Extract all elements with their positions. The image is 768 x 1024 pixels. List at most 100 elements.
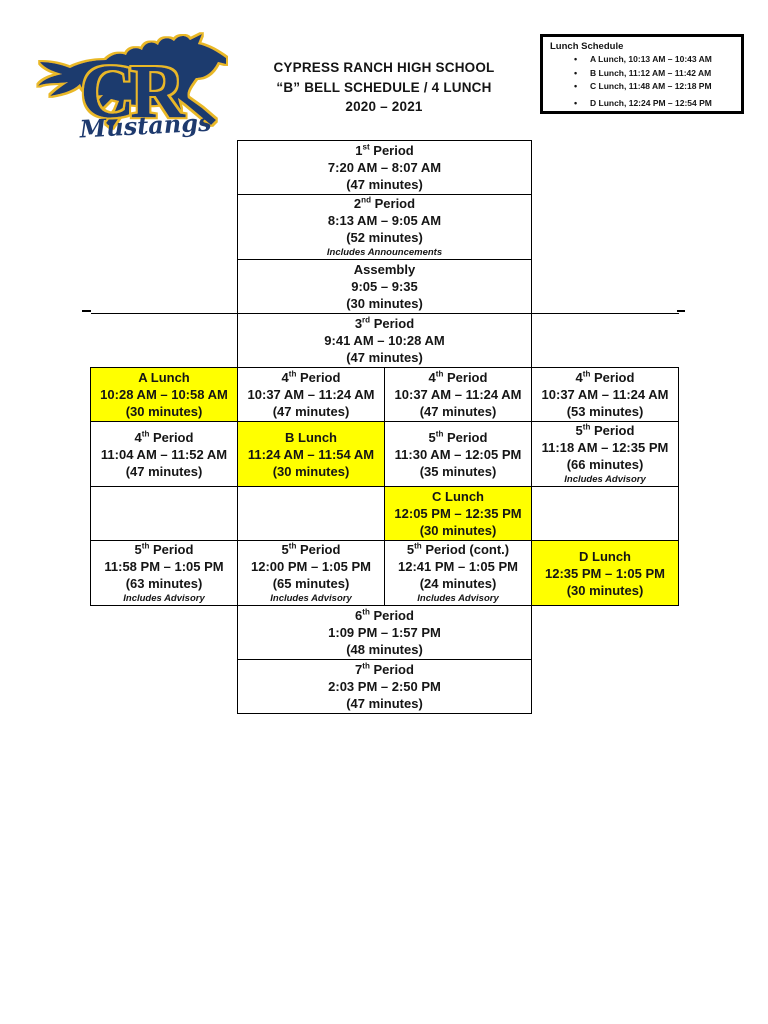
- cell-duration: (47 minutes): [346, 696, 423, 711]
- cell-title: D Lunch: [579, 548, 631, 564]
- cell-time: 8:13 AM – 9:05 AM: [327, 213, 442, 228]
- lunch-item-a: • A Lunch, 10:13 AM – 10:43 AM: [574, 53, 734, 67]
- cell-duration: (66 minutes): [566, 457, 644, 472]
- bullet-icon: •: [574, 67, 578, 78]
- cell-time: 12:35 PM – 1:05 PM: [545, 565, 665, 581]
- cell-title: 4th Period: [575, 369, 635, 385]
- cell-duration: (30 minutes): [419, 523, 497, 538]
- schedule-cell: 4th Period 10:37 AM – 11:24 AM (53 minutes…: [531, 367, 679, 422]
- bullet-icon: •: [574, 97, 578, 108]
- cell-duration: (30 minutes): [346, 296, 423, 311]
- lunch-box-title: Lunch Schedule: [550, 41, 624, 52]
- cell-note: Includes Advisory: [270, 593, 352, 604]
- cell-duration: (48 minutes): [346, 642, 423, 657]
- empty-region: [91, 660, 238, 714]
- school-logo: CR Mustangs: [38, 34, 226, 140]
- schedule-name: “B” BELL SCHEDULE / 4 LUNCH: [276, 79, 492, 95]
- cell-time: 11:04 AM – 11:52 AM: [100, 446, 228, 462]
- cell-time: 10:37 AM – 11:24 AM: [541, 387, 669, 402]
- lunch-item-d: • D Lunch, 12:24 PM – 12:54 PM: [574, 97, 734, 111]
- cell-title: C Lunch: [432, 489, 484, 504]
- empty-region: [532, 260, 679, 314]
- divider-line: [82, 310, 91, 312]
- cell-title: B Lunch: [285, 429, 337, 445]
- bullet-icon: •: [574, 54, 578, 64]
- cell-duration: (47 minutes): [272, 404, 350, 419]
- lunch-schedule-box: Lunch Schedule • A Lunch, 10:13 AM – 10:…: [540, 34, 744, 114]
- empty-region: [531, 313, 679, 368]
- cell-duration: (24 minutes): [419, 576, 497, 591]
- cell-duration: (47 minutes): [346, 177, 423, 192]
- schedule-cell-empty: [90, 486, 238, 541]
- schedule-cell: 7th Period 2:03 PM – 2:50 PM (47 minutes): [237, 659, 532, 714]
- cell-time: 1:09 PM – 1:57 PM: [328, 625, 441, 640]
- document-title: CYPRESS RANCH HIGH SCHOOL “B” BELL SCHED…: [0, 58, 768, 117]
- lunch-item-label: A Lunch, 10:13 AM – 10:43 AM: [590, 54, 712, 64]
- cell-title: 5th Period: [134, 541, 194, 557]
- lunch-item-label: D Lunch, 12:24 PM – 12:54 PM: [590, 97, 712, 108]
- cell-time: 2:03 PM – 2:50 PM: [328, 679, 441, 694]
- cell-title: 4th Period: [428, 369, 488, 385]
- cell-title: 7th Period: [355, 661, 414, 677]
- divider-line: [677, 310, 685, 312]
- cell-title: 1st Period: [355, 142, 414, 158]
- cell-time: 10:37 AM – 11:24 AM: [394, 387, 522, 402]
- schedule-cell: A Lunch 10:28 AM – 10:58 AM (30 minutes): [90, 367, 238, 422]
- cell-duration: (30 minutes): [272, 463, 350, 479]
- cell-duration: (30 minutes): [125, 404, 203, 419]
- cell-duration: (63 minutes): [125, 576, 203, 591]
- cell-duration: (47 minutes): [346, 350, 423, 365]
- cell-duration: (52 minutes): [346, 230, 423, 245]
- bullet-icon: •: [574, 81, 578, 91]
- cell-time: 11:24 AM – 11:54 AM: [247, 446, 375, 462]
- cell-time: 12:00 PM – 1:05 PM: [251, 559, 371, 574]
- cell-title: A Lunch: [138, 370, 190, 385]
- cell-title: 5th Period (cont.): [406, 541, 510, 557]
- cell-title: 5th Period: [428, 429, 488, 445]
- cell-time: 11:18 AM – 12:35 PM: [541, 440, 669, 455]
- cell-note: Includes Advisory: [123, 593, 205, 604]
- cell-title: 4th Period: [281, 369, 341, 385]
- empty-region: [532, 141, 679, 195]
- cell-time: 9:05 – 9:35: [351, 279, 418, 294]
- cell-time: 9:41 AM – 10:28 AM: [324, 333, 445, 348]
- cell-title: Assembly: [353, 262, 416, 277]
- lunch-item-label: C Lunch, 11:48 AM – 12:18 PM: [590, 81, 712, 91]
- cell-title: 2nd Period: [353, 195, 416, 211]
- cell-title: 4th Period: [134, 429, 194, 445]
- schedule-cell-empty: [531, 486, 679, 541]
- lunch-item-b: • B Lunch, 11:12 AM – 11:42 AM: [574, 67, 734, 81]
- cell-duration: (65 minutes): [272, 576, 350, 591]
- cell-note: Includes Advisory: [417, 593, 499, 604]
- cell-duration: (47 minutes): [125, 463, 203, 479]
- empty-region: [532, 660, 679, 714]
- cell-time: 10:37 AM – 11:24 AM: [247, 387, 375, 402]
- empty-region: [91, 606, 238, 660]
- table-row: 7th Period 2:03 PM – 2:50 PM (47 minutes): [91, 659, 679, 714]
- cell-duration: (53 minutes): [566, 404, 644, 419]
- schedule-cell: 5th Period 11:18 AM – 12:35 PM (66 minutes…: [531, 421, 679, 487]
- empty-region: [532, 195, 679, 260]
- schedule-cell: 4th Period 10:37 AM – 11:24 AM (47 minutes…: [237, 367, 385, 422]
- school-name: CYPRESS RANCH HIGH SCHOOL: [273, 60, 495, 75]
- cell-duration: (47 minutes): [419, 404, 497, 419]
- empty-region: [91, 141, 238, 195]
- cell-title: 5th Period: [575, 422, 635, 438]
- cell-time: 12:41 PM – 1:05 PM: [398, 559, 518, 574]
- schedule-cell-empty: [237, 486, 385, 541]
- cell-time: 10:28 AM – 10:58 AM: [100, 387, 228, 402]
